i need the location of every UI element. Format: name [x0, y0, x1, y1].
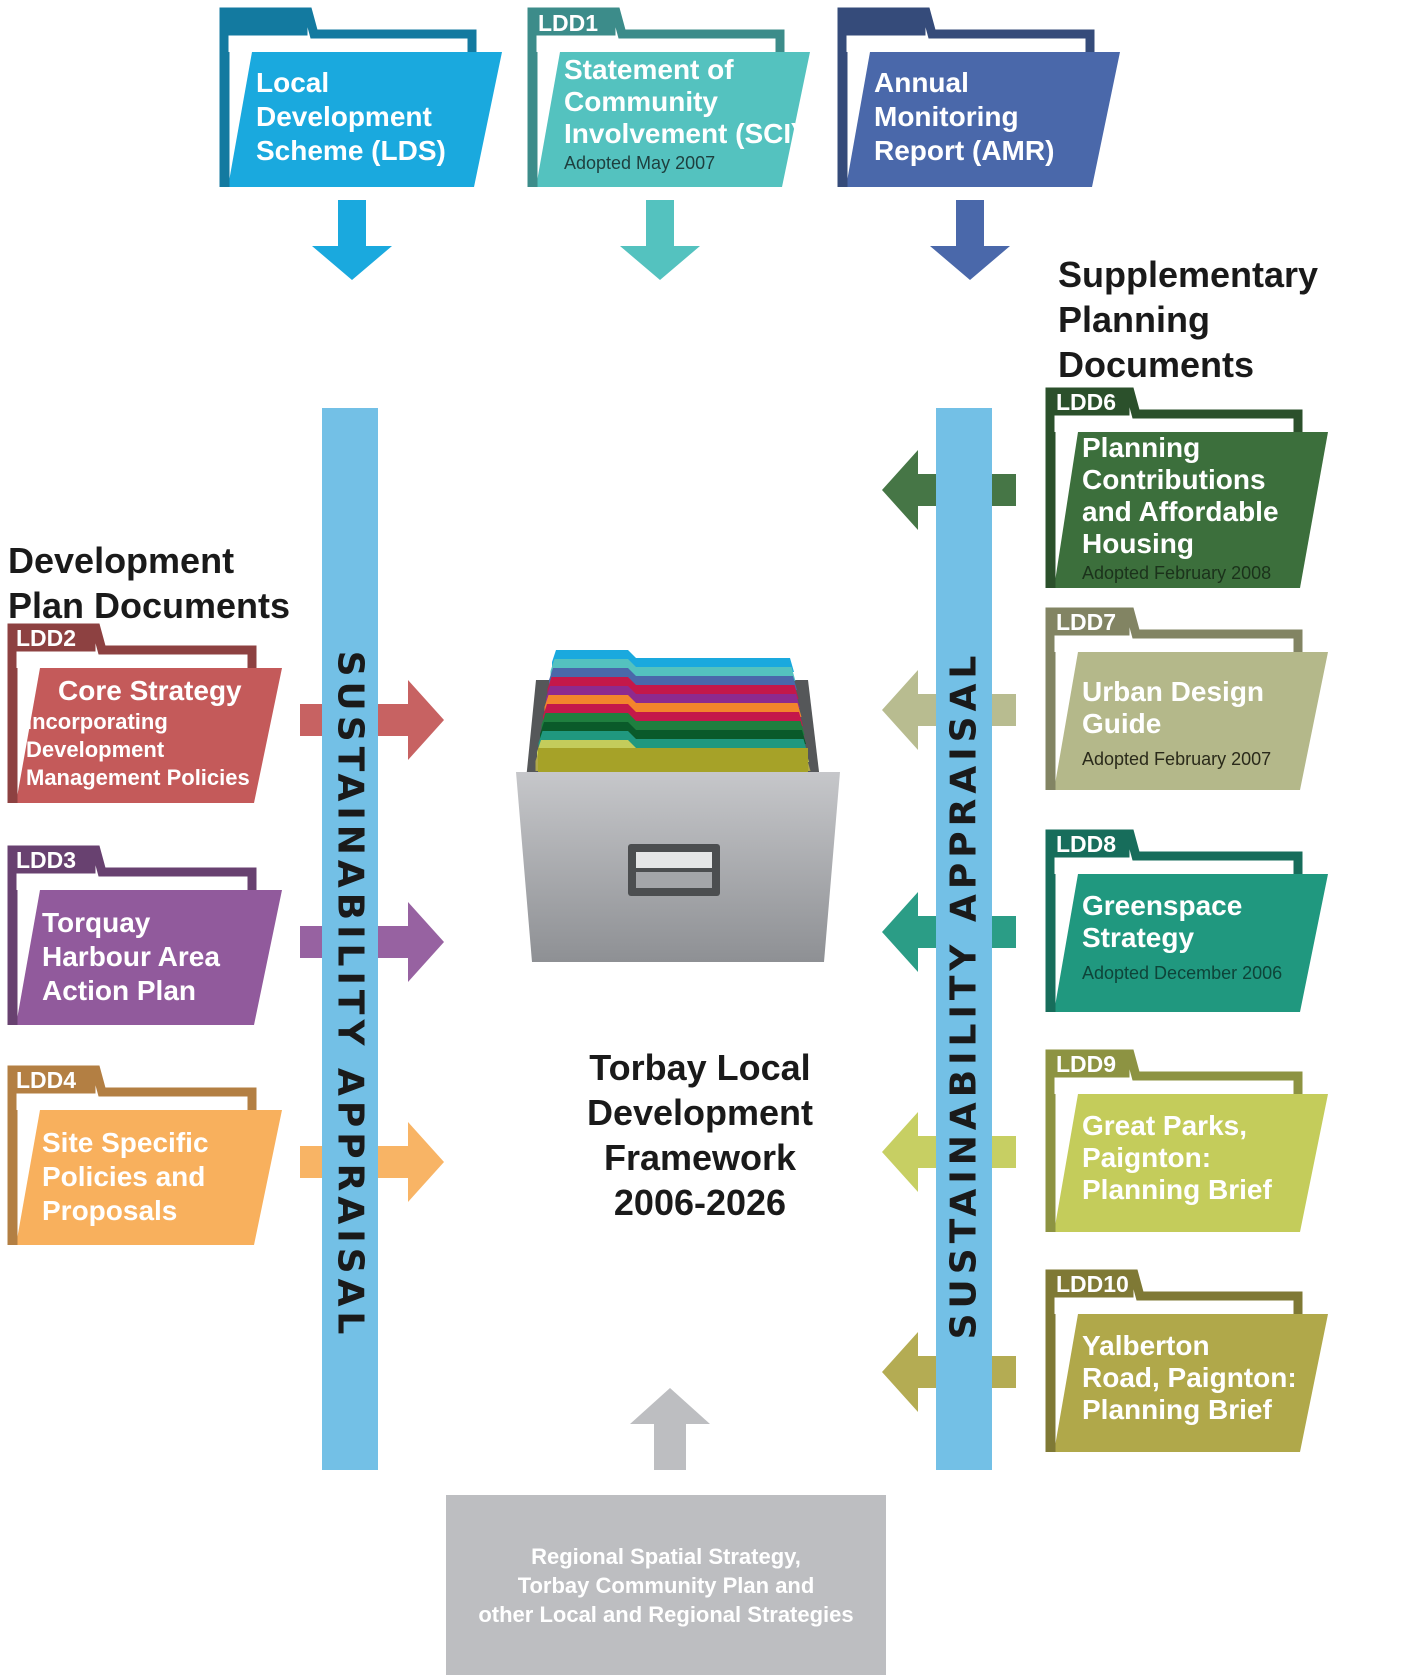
folder-title-line: Yalberton	[1082, 1330, 1210, 1361]
folder-title-line: Planning	[1082, 432, 1201, 463]
folder-subtitle-line: incorporating	[26, 709, 168, 734]
folder-title-line: Strategy	[1082, 922, 1195, 953]
folder-title-line: Site Specific	[42, 1127, 209, 1158]
folder-title-line: Proposals	[42, 1195, 178, 1226]
regional-strategies-text-line: Torbay Community Plan and	[517, 1573, 815, 1598]
folder-tag: LDD10	[1056, 1271, 1129, 1297]
top-folder-2-icon	[527, 7, 810, 187]
adoption-note: Adopted February 2008	[1082, 563, 1272, 583]
folder-title-line: Planning Brief	[1082, 1394, 1272, 1425]
framework-title-line: Development	[586, 1092, 814, 1133]
supplementary-heading-line: Planning	[1058, 299, 1210, 340]
folder-tag: LDD4	[16, 1067, 77, 1093]
regional-strategies-text-line: Regional Spatial Strategy,	[531, 1544, 801, 1569]
folder-tag: LDD2	[16, 625, 77, 651]
folder-subtitle-line: Development	[26, 737, 165, 762]
spd-folder-text: Great Parks,Paignton:Planning Brief	[1082, 1110, 1272, 1206]
spd-folder-8-icon	[1045, 829, 1328, 1012]
development-plan-heading-line: Plan Documents	[8, 585, 291, 626]
folder-tag: LDD9	[1056, 1051, 1117, 1077]
folder-tag: LDD1	[538, 10, 599, 36]
development-plan-heading-line: Development	[8, 540, 235, 581]
down-arrow-icon	[312, 200, 392, 280]
folder-tag: LDD6	[1056, 389, 1117, 415]
handle-icon	[628, 844, 720, 896]
supplementary-heading-line: Documents	[1058, 344, 1255, 385]
adoption-note: Adopted May 2007	[564, 153, 716, 173]
folder-title-line: Scheme (LDS)	[256, 135, 446, 166]
folder-tag: LDD7	[1056, 609, 1117, 635]
folder-title-line: Housing	[1082, 528, 1194, 559]
folder-title-line: and Affordable	[1082, 496, 1279, 527]
folder-title-line: Policies and	[42, 1161, 206, 1192]
top-folder-1-icon	[219, 7, 502, 187]
folder-title-line: Harbour Area	[42, 941, 220, 972]
dpd-folder-2-icon	[7, 623, 282, 803]
sustainability-appraisal-label-left: SUSTAINABILITY APPRAISAL	[329, 650, 371, 1340]
spd-folder-6-icon	[1045, 387, 1328, 588]
down-arrow-icon	[620, 200, 700, 280]
sustainability-appraisal-label-right: SUSTAINABILITY APPRAISAL	[943, 650, 985, 1340]
dpd-folder-4-icon	[7, 1065, 282, 1245]
folder-title-line: Local	[256, 67, 330, 98]
folder-title-line: Monitoring	[874, 101, 1019, 132]
folder-title-line: Community	[564, 86, 718, 117]
folder-title-line: Torquay	[42, 907, 151, 938]
dpd-folder-3-icon	[7, 845, 282, 1025]
folder-title-line: Core Strategy	[58, 675, 242, 706]
sustainability-bar-left	[322, 408, 378, 1470]
folder-title-line: Great Parks,	[1082, 1110, 1247, 1141]
framework-title-line: 2006-2026	[613, 1182, 787, 1223]
framework-title-line: Torbay Local	[589, 1047, 811, 1088]
supplementary-heading-line: Supplementary	[1058, 254, 1319, 295]
adoption-note: Adopted February 2007	[1082, 749, 1272, 769]
folder-tag: LDD3	[16, 847, 77, 873]
regional-strategies-text-line: other Local and Regional Strategies	[478, 1602, 854, 1627]
top-folder-3-icon	[837, 7, 1120, 187]
folder-title-line: Road, Paignton:	[1082, 1362, 1297, 1393]
adoption-note: Adopted December 2006	[1082, 963, 1283, 983]
folder-tag: LDD8	[1056, 831, 1117, 857]
folder-title-line: Paignton:	[1082, 1142, 1212, 1173]
handle-grip	[636, 852, 712, 868]
folder-title-line: Guide	[1082, 708, 1162, 739]
spd-folder-10-icon	[1045, 1269, 1328, 1452]
folder-title-line: Planning Brief	[1082, 1174, 1272, 1205]
folder-title-line: Annual	[874, 67, 969, 98]
folder-title-line: Action Plan	[42, 975, 197, 1006]
folder-title-line: Involvement (SCI)	[564, 118, 801, 149]
sustainability-bar-right	[936, 408, 992, 1470]
handle-label	[636, 872, 712, 888]
filing-cabinet-icon	[516, 650, 840, 962]
folder-subtitle-line: Management Policies	[26, 765, 250, 790]
folder-title-line: Statement of	[564, 54, 734, 85]
folder-title-line: Contributions	[1082, 464, 1266, 495]
spd-folder-7-icon	[1045, 607, 1328, 790]
folder-title-line: Report (AMR)	[874, 135, 1055, 166]
spd-folder-9-icon	[1045, 1049, 1328, 1232]
regional-strategies-box	[446, 1495, 886, 1675]
folder-title-line: Development	[256, 101, 432, 132]
down-arrow-icon	[930, 200, 1010, 280]
up-arrow-icon	[630, 1388, 710, 1470]
folder-tab-icon	[538, 748, 808, 776]
folder-title-line: Urban Design	[1082, 676, 1265, 707]
framework-title-line: Framework	[603, 1137, 797, 1178]
regional-strategies-text: Regional Spatial Strategy, Torbay Communi…	[446, 1542, 886, 1629]
folder-title-line: Greenspace	[1082, 890, 1243, 921]
